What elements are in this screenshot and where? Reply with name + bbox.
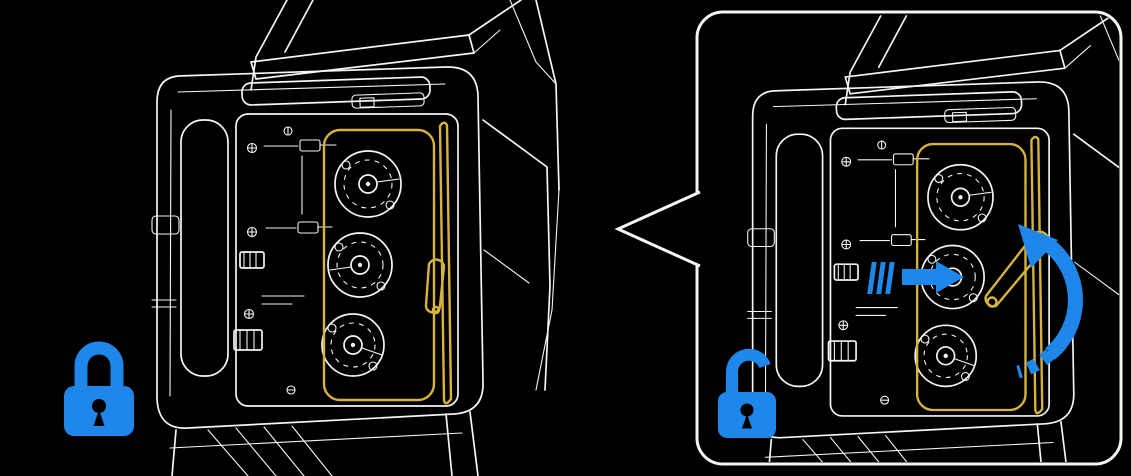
callout-content	[718, 14, 1119, 462]
unlocked-padlock-icon	[718, 348, 776, 438]
callout-pointer-outline	[614, 190, 701, 268]
detail-figure	[614, 10, 1123, 466]
push-right-arrow-icon	[867, 261, 964, 294]
callout-pointer	[618, 192, 700, 266]
rotate-clockwise-arrow-icon	[1016, 224, 1083, 379]
callout-panel	[614, 10, 1123, 466]
overview-figure	[64, 0, 561, 476]
locked-padlock-icon	[64, 341, 134, 436]
